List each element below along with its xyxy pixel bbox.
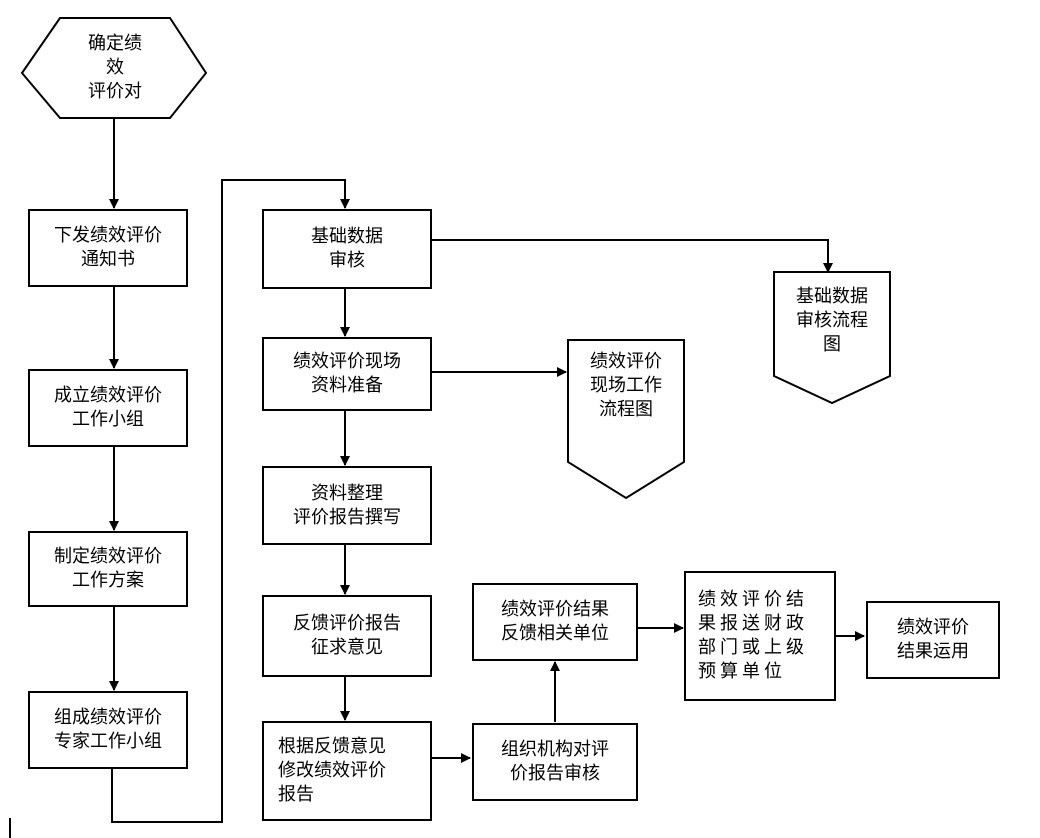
offpage-onsite-flowchart-shape	[567, 339, 685, 500]
start-node-text: 确定绩 效 评价对	[88, 33, 142, 102]
issue-notice-text: 下发绩效评价 通知书	[54, 225, 162, 270]
feedback-opinion-text: 反馈评价报告 征求意见	[293, 613, 401, 658]
report-finance-box: 绩效评价结 果报送财政 部门或上级 预算单位	[684, 571, 836, 701]
basic-data-review-box: 基础数据 审核	[262, 209, 432, 289]
organize-write-text: 资料整理 评价报告撰写	[293, 482, 401, 528]
feedback-opinion-box: 反馈评价报告 征求意见	[262, 595, 432, 677]
form-expert-group-text: 组成绩效评价 专家工作小组	[54, 707, 162, 752]
org-review-box: 组织机构对评 价报告审核	[472, 723, 638, 801]
draft-plan-box: 制定绩效评价 工作方案	[28, 531, 188, 607]
establish-group-box: 成立绩效评价 工作小组	[28, 369, 188, 447]
basic-data-review-text: 基础数据 审核	[311, 226, 383, 271]
form-expert-group-box: 组成绩效评价 专家工作小组	[28, 691, 188, 769]
start-hexagon-shape	[20, 17, 208, 119]
establish-group-text: 成立绩效评价 工作小组	[54, 385, 162, 430]
organize-write-box: 资料整理 评价报告撰写	[262, 466, 432, 545]
org-review-text: 组织机构对评 价报告审核	[501, 739, 609, 784]
result-use-box: 绩效评价 结果运用	[866, 601, 1000, 679]
onsite-prep-text: 绩效评价现场 资料准备	[293, 351, 401, 396]
issue-notice-box: 下发绩效评价 通知书	[28, 209, 188, 287]
draft-plan-text: 制定绩效评价 工作方案	[54, 546, 162, 591]
revise-report-text: 根据反馈意见 修改绩效评价 报告	[278, 736, 386, 805]
result-feedback-text: 绩效评价结果 反馈相关单位	[501, 599, 609, 644]
arrow-review-to-flowchart	[430, 239, 833, 273]
result-use-text: 绩效评价 结果运用	[897, 617, 969, 662]
start-node-label: 确定绩 效 评价对	[60, 20, 170, 116]
result-feedback-box: 绩效评价结果 反馈相关单位	[472, 583, 638, 661]
onsite-flowchart-label: 绩效评价 现场工作 流程图	[568, 344, 684, 428]
offpage-basic-data-flowchart-shape	[773, 271, 891, 405]
report-finance-text: 绩效评价结 果报送财政 部门或上级 预算单位	[698, 589, 808, 682]
revise-report-box: 根据反馈意见 修改绩效评价 报告	[262, 721, 432, 821]
onsite-prep-box: 绩效评价现场 资料准备	[262, 337, 432, 411]
connector-expert-to-review	[111, 179, 350, 823]
basic-data-flowchart-text: 基础数据 审核流程 图	[796, 286, 868, 355]
basic-data-flowchart-label: 基础数据 审核流程 图	[774, 280, 890, 362]
onsite-flowchart-text: 绩效评价 现场工作 流程图	[590, 351, 662, 420]
